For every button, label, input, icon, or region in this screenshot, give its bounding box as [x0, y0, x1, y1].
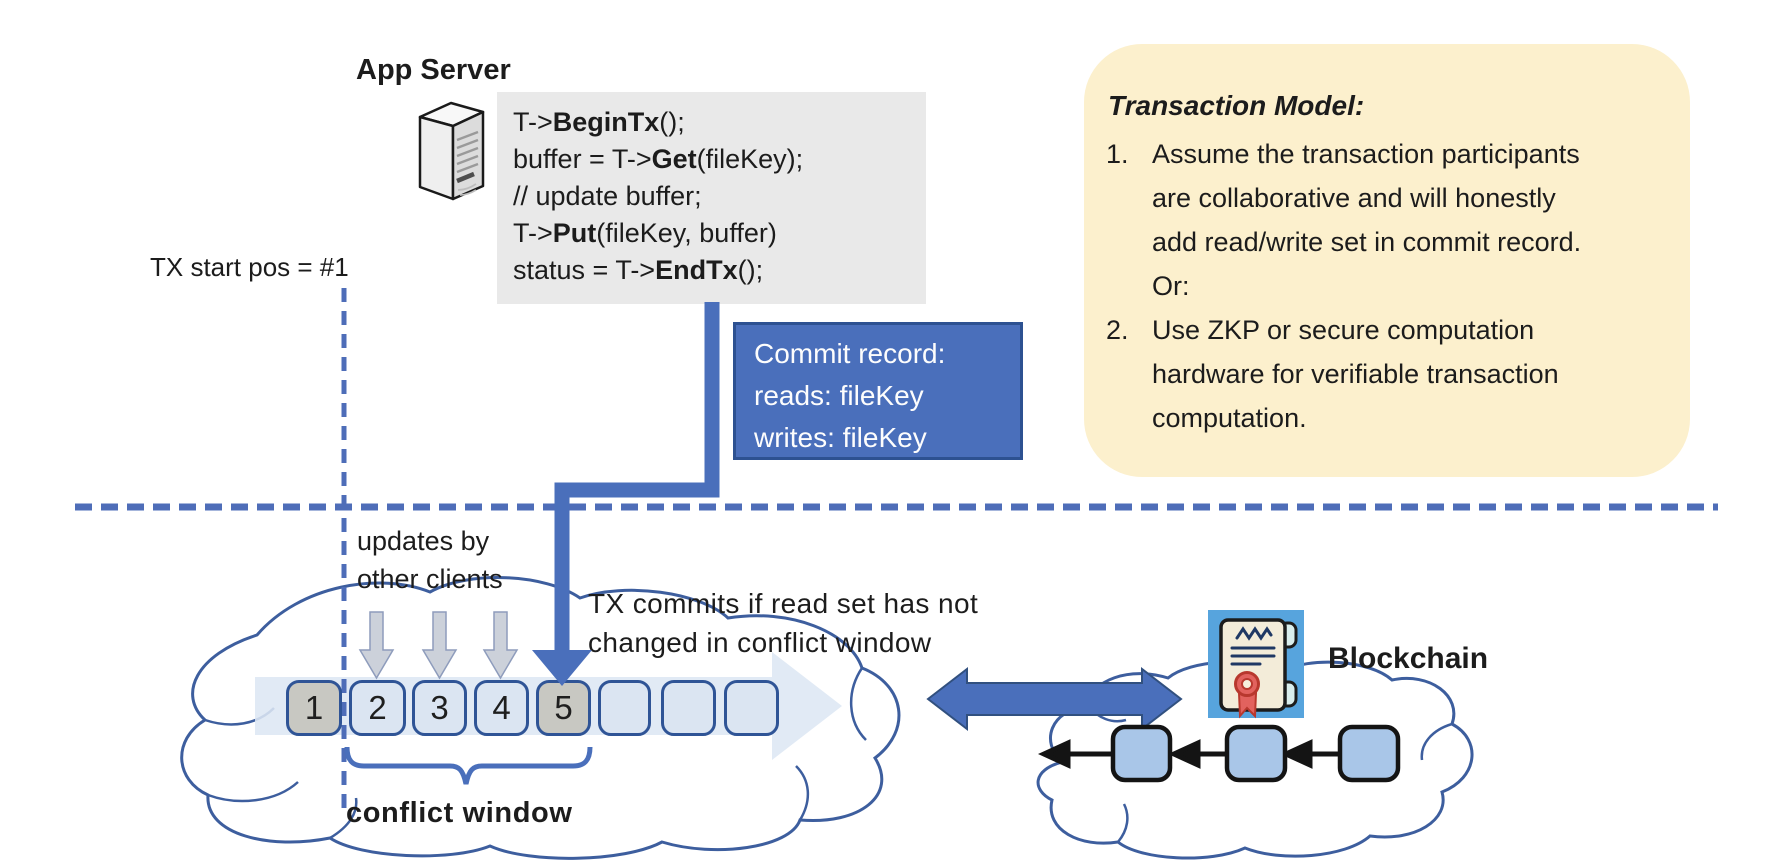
transaction-code-block: T->BeginTx(); buffer = T->Get(fileKey); … [497, 92, 926, 304]
tx-start-pos-label: TX start pos = #1 [150, 252, 349, 282]
code-line: T->Put(fileKey, buffer) [513, 215, 926, 252]
code-text: T-> [513, 218, 553, 248]
list-item-text: Assume the transaction participants are … [1152, 139, 1597, 301]
code-text: buffer = T-> [513, 144, 652, 174]
commit-record-box: Commit record: reads: fileKey writes: fi… [733, 322, 1023, 460]
transaction-model-note: Transaction Model: 1. Assume the transac… [1084, 44, 1690, 477]
timeline-block-1: 1 [286, 680, 342, 736]
code-text: (); [737, 255, 764, 285]
commit-record-reads: reads: fileKey [754, 380, 924, 411]
list-item-number: 1. [1106, 139, 1129, 169]
blockchain-chain [1037, 724, 1401, 783]
gray-update-arrows [358, 611, 519, 680]
code-text: // update buffer; [513, 181, 702, 211]
gray-down-arrow-icon [421, 611, 458, 680]
timeline-block-4: 4 [474, 680, 529, 736]
tx-commits-condition-label: TX commits if read set has not changed i… [588, 584, 978, 662]
code-line: buffer = T->Get(fileKey); [513, 141, 926, 178]
code-text: T-> [513, 107, 553, 137]
tx-commits-line2: changed in conflict window [588, 627, 932, 658]
timeline-block-label: 2 [368, 689, 387, 726]
tx-commits-line1: TX commits if read set has not [588, 588, 979, 619]
conflict-window-label: conflict window [346, 797, 573, 829]
code-text: (fileKey, buffer) [596, 218, 777, 248]
timeline-block-5: 5 [536, 680, 591, 736]
timeline-block-3: 3 [412, 680, 467, 736]
server-tower-icon [418, 101, 485, 201]
timeline-block-6 [598, 680, 651, 736]
updates-label-line2: other clients [357, 564, 503, 594]
gray-down-arrow-icon [482, 611, 519, 680]
timeline-block-label: 5 [554, 689, 573, 726]
code-line: T->BeginTx(); [513, 104, 926, 141]
code-line: status = T->EndTx(); [513, 252, 926, 289]
timeline-block-label: 1 [304, 689, 324, 726]
updates-by-other-clients-label: updates by other clients [357, 522, 503, 598]
timeline-block-2: 2 [349, 680, 406, 736]
blockchain-label: Blockchain [1328, 642, 1489, 675]
code-text: (); [659, 107, 685, 137]
transaction-model-item: 2. Use ZKP or secure computation hardwar… [1106, 308, 1662, 440]
chain-block [1224, 724, 1288, 783]
code-keyword: BeginTx [552, 107, 660, 137]
code-text: status = T-> [513, 255, 656, 285]
timeline-block-label: 3 [430, 689, 449, 726]
double-headed-arrow-icon [926, 666, 1183, 732]
code-keyword: EndTx [655, 255, 738, 285]
transaction-model-item: 1. Assume the transaction participants a… [1106, 132, 1662, 308]
certificate-seal-icon [1208, 610, 1304, 719]
transaction-model-title: Transaction Model: [1108, 90, 1365, 121]
chain-block [1337, 724, 1401, 783]
commit-record-title: Commit record: [754, 338, 946, 369]
commit-record-writes: writes: fileKey [754, 422, 927, 453]
timeline-block-7 [661, 680, 716, 736]
list-item-text: Use ZKP or secure computation hardware f… [1152, 315, 1567, 433]
timeline-block-label: 4 [492, 689, 511, 726]
conflict-window-brace [344, 746, 593, 785]
timeline-block-8 [724, 680, 779, 736]
code-keyword: Get [651, 144, 697, 174]
updates-label-line1: updates by [357, 526, 490, 556]
code-keyword: Put [552, 218, 597, 248]
app-server-label: App Server [356, 54, 511, 86]
code-text: (fileKey); [696, 144, 804, 174]
chain-block [1110, 724, 1173, 783]
list-item-number: 2. [1106, 315, 1129, 345]
code-line: // update buffer; [513, 178, 926, 215]
transaction-model-list: 1. Assume the transaction participants a… [1106, 132, 1662, 440]
gray-down-arrow-icon [358, 611, 395, 680]
